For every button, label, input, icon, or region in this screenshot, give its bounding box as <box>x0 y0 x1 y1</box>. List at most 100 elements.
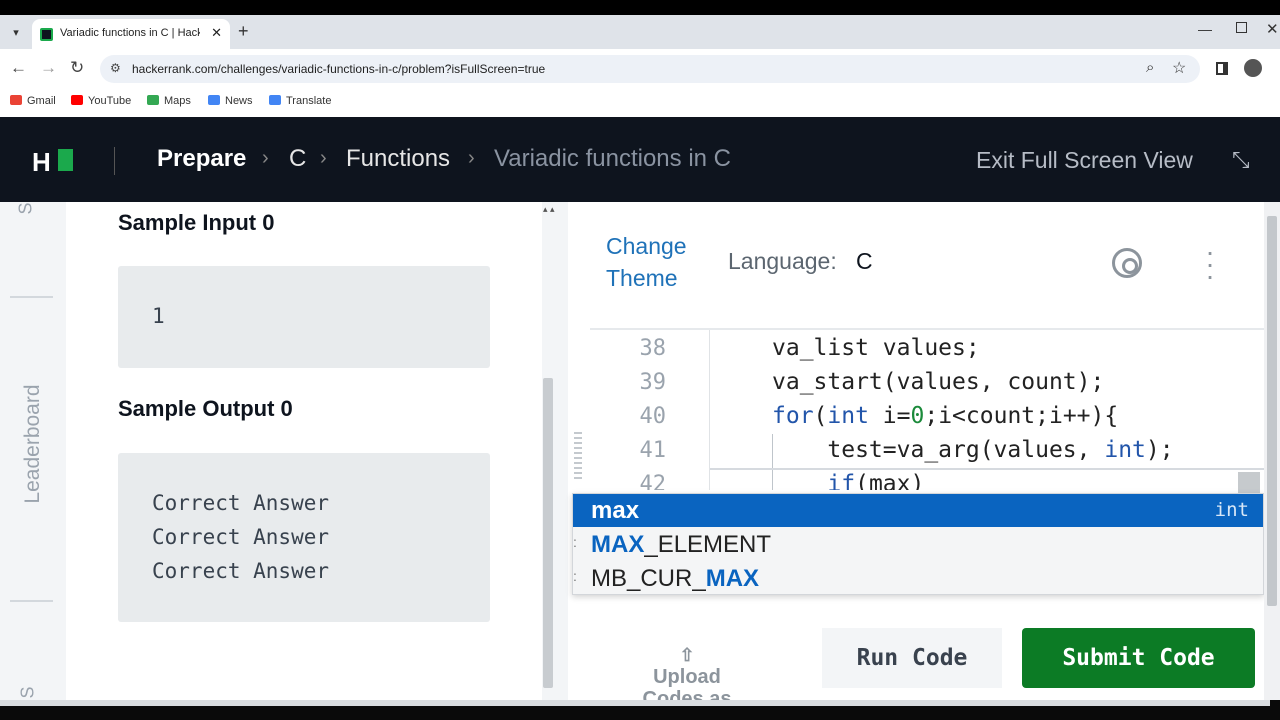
suggestion-prefix: MB_CUR_ <box>591 565 706 592</box>
side-panel-icon[interactable] <box>1216 62 1228 75</box>
line-number-gutter: 38 39 40 41 42 <box>590 330 710 490</box>
chevron-right-icon: › <box>320 147 327 169</box>
change-theme-link[interactable]: Change Theme <box>606 233 687 291</box>
rail-divider <box>10 296 53 298</box>
bookmark-youtube[interactable]: YouTube <box>71 95 131 107</box>
autocomplete-dropdown: max int : MAX_ELEMENT : MB_CUR_MAX <box>572 493 1264 595</box>
drag-handle-icon[interactable] <box>574 432 582 482</box>
sample-input-box: 1 <box>118 266 490 368</box>
code-line: for(int i=0;i<count;i++){ <box>772 403 1119 429</box>
bookmark-news[interactable]: News <box>208 95 253 107</box>
code-editor-panel: Change Theme Language: C ··· 38 39 40 41… <box>590 206 1264 700</box>
line-number: 40 <box>639 404 667 429</box>
browser-tab[interactable]: Variadic functions in C | HackerRank ✕ <box>32 19 230 49</box>
exit-full-screen-link[interactable]: Exit Full Screen View <box>976 147 1193 173</box>
bookmark-translate[interactable]: Translate <box>269 95 331 107</box>
bookmark-label: News <box>225 95 253 107</box>
editor-scrollbar-thumb[interactable] <box>1238 472 1260 496</box>
breadcrumb-c[interactable]: C <box>289 145 307 172</box>
reset-code-icon[interactable] <box>1112 248 1142 278</box>
code-line: va_list values; <box>772 335 980 361</box>
hackerrank-logo-mark <box>58 149 73 171</box>
upload-label: Upload Codes as File <box>642 666 732 700</box>
suggestion-label: MB_CUR_MAX <box>591 565 759 593</box>
bookmark-star-icon[interactable]: ☆ <box>1172 60 1187 77</box>
translate-icon <box>269 95 281 105</box>
code-area[interactable]: 38 39 40 41 42 va_list values; va_start(… <box>590 330 1264 490</box>
suggestion-item[interactable]: : MB_CUR_MAX <box>573 562 1263 595</box>
address-bar[interactable]: ⚙ hackerrank.com/challenges/variadic-fun… <box>100 55 1200 83</box>
bookmark-label: Gmail <box>27 95 56 107</box>
chevron-right-icon: › <box>468 147 475 169</box>
submit-code-button[interactable]: Submit Code <box>1022 628 1255 688</box>
rail-tab-top[interactable]: S <box>15 202 36 215</box>
line-number: 41 <box>639 438 667 463</box>
suggestion-type: int <box>1214 499 1249 521</box>
more-options-icon[interactable]: ··· <box>1205 236 1215 291</box>
url-text[interactable]: hackerrank.com/challenges/variadic-funct… <box>132 62 546 76</box>
browser-tab-strip: ▾ Variadic functions in C | HackerRank ✕… <box>0 15 1280 49</box>
tab-close-icon[interactable]: ✕ <box>211 25 222 40</box>
left-rail: S Leaderboard S <box>0 202 66 700</box>
rail-divider <box>10 600 53 602</box>
back-icon[interactable]: ← <box>10 58 27 77</box>
suggestion-item-selected[interactable]: max int <box>573 494 1263 527</box>
new-tab-icon[interactable]: + <box>238 21 249 41</box>
code-line: if(max) <box>827 471 925 490</box>
suggestion-match: MAX <box>591 531 645 558</box>
browser-toolbar: ← → ↻ ⚙ hackerrank.com/challenges/variad… <box>0 49 1280 89</box>
current-line-highlight <box>710 468 1264 470</box>
sample-output-line: Correct Answer <box>152 559 330 583</box>
breadcrumb-functions[interactable]: Functions <box>346 145 451 172</box>
sample-output-heading: Sample Output 0 <box>118 396 293 421</box>
hackerrank-logo[interactable]: H <box>32 147 51 177</box>
line-number: 42 <box>639 472 667 490</box>
scroll-up-arrow-icon[interactable]: ▴ ▴ <box>543 204 555 214</box>
collapse-icon[interactable]: ⤡ <box>1232 147 1250 172</box>
language-label: Language: <box>728 248 837 274</box>
rail-tab-bottom[interactable]: S <box>17 686 38 699</box>
bookmark-maps[interactable]: Maps <box>147 95 191 107</box>
run-code-button[interactable]: Run Code <box>822 628 1002 688</box>
bookmark-label: YouTube <box>88 95 132 107</box>
suggestion-match: MAX <box>705 565 760 592</box>
suggestion-label: MAX_ELEMENT <box>591 531 771 559</box>
bookmark-gmail[interactable]: Gmail <box>10 95 56 107</box>
zoom-icon[interactable]: ⌕ <box>1146 59 1155 76</box>
tab-title: Variadic functions in C | HackerRank <box>60 27 200 39</box>
upload-code-button[interactable]: ⇧ Upload Codes as File <box>642 644 732 700</box>
tab-search-chevron-icon[interactable]: ▾ <box>13 27 19 39</box>
window-minimize-icon[interactable]: — <box>1198 21 1212 37</box>
line-number: 38 <box>639 336 667 361</box>
horizontal-scrollbar[interactable] <box>0 700 1270 706</box>
problem-statement-pane: Sample Input 0 1 Sample Output 0 Correct… <box>66 202 542 700</box>
pane-splitter[interactable]: ▴ ▴ <box>542 202 582 700</box>
suggestion-suffix: _ELEMENT <box>644 531 772 558</box>
problem-scrollbar-thumb[interactable] <box>543 378 553 688</box>
hackerrank-header: H Prepare › C › Functions › Variadic fun… <box>0 117 1280 202</box>
page-scrollbar-thumb[interactable] <box>1267 216 1277 606</box>
suggestion-item[interactable]: : MAX_ELEMENT <box>573 528 1263 561</box>
maps-icon <box>147 95 159 105</box>
forward-icon[interactable]: → <box>40 58 57 77</box>
window-maximize-icon[interactable] <box>1236 22 1247 33</box>
suggestion-kind-icon: : <box>573 568 577 584</box>
reload-icon[interactable]: ↻ <box>70 58 85 77</box>
profile-avatar-icon[interactable] <box>1244 59 1262 77</box>
sample-output-line: Correct Answer <box>152 491 330 515</box>
editor-divider <box>590 328 1264 330</box>
breadcrumb-prepare[interactable]: Prepare <box>157 145 247 172</box>
suggestion-kind-icon: : <box>573 534 577 550</box>
rail-tab-leaderboard[interactable]: Leaderboard <box>21 384 44 504</box>
line-number: 39 <box>639 370 667 395</box>
bookmark-label: Translate <box>286 95 332 107</box>
header-divider <box>114 147 115 175</box>
site-info-icon[interactable]: ⚙ <box>110 61 121 75</box>
gmail-icon <box>10 95 22 105</box>
upload-icon: ⇧ <box>679 645 695 665</box>
page-scrollbar[interactable] <box>1264 202 1280 700</box>
chevron-right-icon: › <box>262 147 269 169</box>
window-close-icon[interactable]: ✕ <box>1266 21 1279 38</box>
language-select[interactable]: C <box>856 248 873 274</box>
suggestion-label: max <box>591 497 640 524</box>
